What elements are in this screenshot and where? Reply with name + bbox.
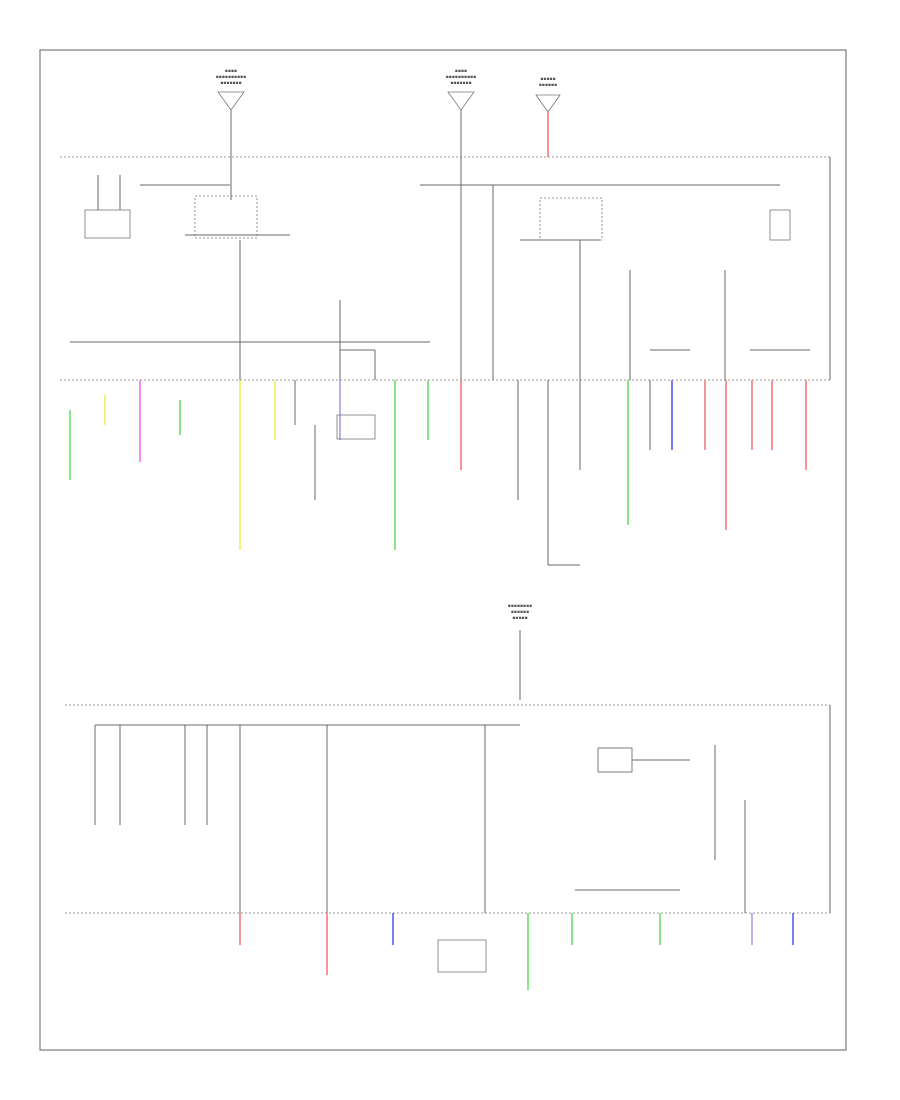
svg-text:▪▪▪▪▪▪▪▪: ▪▪▪▪▪▪▪▪ bbox=[508, 604, 532, 609]
bottom-junction-box bbox=[65, 704, 831, 914]
svg-text:▪▪▪▪: ▪▪▪▪ bbox=[455, 69, 467, 74]
svg-text:▪▪▪▪▪: ▪▪▪▪▪ bbox=[512, 616, 527, 621]
svg-text:▪▪▪▪▪▪: ▪▪▪▪▪▪ bbox=[511, 610, 529, 615]
top-junction-box bbox=[60, 156, 831, 381]
svg-text:▪▪▪▪▪▪▪: ▪▪▪▪▪▪▪ bbox=[450, 81, 471, 86]
svg-text:▪▪▪▪▪▪▪▪▪▪: ▪▪▪▪▪▪▪▪▪▪ bbox=[446, 75, 477, 80]
fuse-bus-middle bbox=[70, 240, 810, 550]
wire-drops-grey bbox=[294, 380, 651, 566]
svg-text:▪▪▪▪▪▪: ▪▪▪▪▪▪ bbox=[539, 83, 557, 88]
source-triangle-1: ▪▪▪▪ ▪▪▪▪▪▪▪▪▪▪ ▪▪▪▪▪▪▪ bbox=[216, 69, 247, 200]
svg-text:▪▪▪▪▪▪▪: ▪▪▪▪▪▪▪ bbox=[220, 81, 241, 86]
relay-symbol-icon bbox=[597, 747, 633, 773]
wire-drops-bottom bbox=[239, 913, 794, 990]
svg-text:▪▪▪▪▪▪▪▪▪▪: ▪▪▪▪▪▪▪▪▪▪ bbox=[216, 75, 247, 80]
relay-left bbox=[84, 175, 290, 239]
svg-text:▪▪▪▪▪: ▪▪▪▪▪ bbox=[540, 77, 555, 82]
diagram-border bbox=[39, 49, 847, 1051]
svg-text:▪▪▪▪: ▪▪▪▪ bbox=[225, 69, 237, 74]
source-triangle-3: ▪▪▪▪▪ ▪▪▪▪▪▪ bbox=[535, 77, 561, 157]
relay-center bbox=[420, 184, 791, 470]
wire-drops-top bbox=[69, 380, 807, 550]
fuse-bus-bottom bbox=[94, 724, 746, 913]
source-triangle-4: ▪▪▪▪▪▪▪▪ ▪▪▪▪▪▪ ▪▪▪▪▪ bbox=[508, 604, 532, 700]
